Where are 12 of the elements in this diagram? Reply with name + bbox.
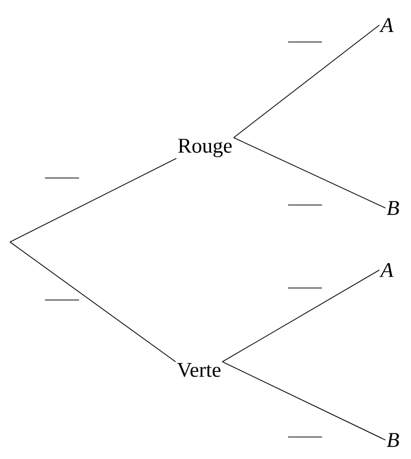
outcome-label: A [379, 18, 394, 32]
branch-line [222, 361, 386, 440]
outcome-label: A [379, 263, 394, 277]
outcome-label: B [386, 201, 399, 215]
branch-line [10, 158, 177, 242]
outcome-label: B [386, 433, 399, 447]
branch-label: Rouge [178, 138, 232, 158]
branch-line [233, 137, 386, 208]
branch-line [10, 242, 176, 362]
branch-line [222, 270, 380, 362]
branch-line [233, 24, 380, 138]
branch-label: Verte [177, 362, 220, 378]
